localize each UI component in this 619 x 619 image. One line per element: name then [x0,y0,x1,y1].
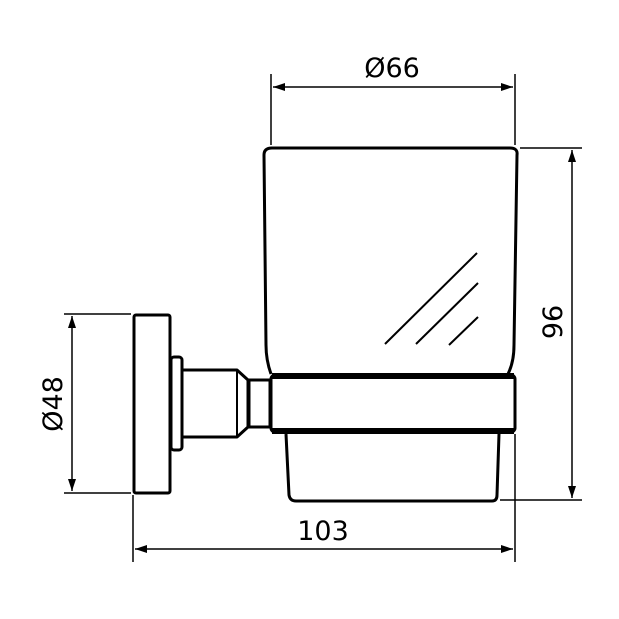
glass-reflection [448,316,479,346]
holder-ring [269,373,517,434]
depth-label: 103 [297,516,349,547]
stem [183,368,250,439]
plate-diameter-label: Ø48 [38,376,69,432]
glass-holder-drawing [132,146,519,503]
small-stem [247,378,272,429]
glass-bottom [284,433,501,503]
glass-reflection [415,282,479,345]
wall-plate [132,313,172,495]
glass-reflection [384,252,478,345]
height-label: 96 [538,305,569,339]
glass [262,146,519,375]
dimension-lines [64,74,582,562]
top-diameter-label: Ø66 [364,53,420,84]
collar [169,355,184,452]
